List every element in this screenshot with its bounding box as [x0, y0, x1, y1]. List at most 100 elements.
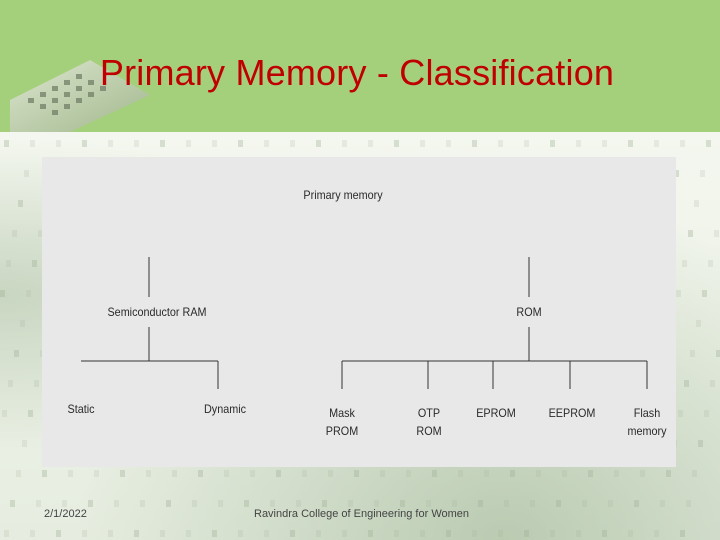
background-pin [68, 470, 73, 477]
background-pin [400, 500, 405, 507]
node-mask-prom: Mask PROM [326, 404, 358, 440]
background-pin [452, 500, 457, 507]
background-pin [380, 470, 385, 477]
background-pin [276, 470, 281, 477]
background-pin [328, 470, 333, 477]
background-pin [28, 410, 33, 417]
background-pin [458, 470, 463, 477]
background-pin [342, 530, 347, 537]
background-pin [478, 500, 483, 507]
background-pin [608, 500, 613, 507]
background-pin [602, 140, 607, 147]
background-pin [134, 140, 139, 147]
background-pin [368, 140, 373, 147]
background-pin [192, 500, 197, 507]
background-pin [296, 500, 301, 507]
background-pin [714, 230, 719, 237]
background-pin [218, 500, 223, 507]
background-pin [550, 140, 555, 147]
background-pin [394, 140, 399, 147]
background-pin [706, 140, 711, 147]
background-pin [588, 470, 593, 477]
background-pin [556, 500, 561, 507]
background-pin [198, 470, 203, 477]
background-pin [62, 500, 67, 507]
background-pin [32, 260, 37, 267]
background-pin [660, 500, 665, 507]
background-pin [0, 290, 5, 297]
background-pin [700, 170, 705, 177]
node-primary-memory: Primary memory [303, 188, 383, 202]
background-pin [680, 140, 685, 147]
background-pin [10, 500, 15, 507]
background-pin [536, 470, 541, 477]
background-pin [472, 530, 477, 537]
background-pin [698, 440, 703, 447]
footer-organization: Ravindra College of Engineering for Wome… [254, 508, 470, 520]
cpu-chip-image [10, 60, 150, 132]
background-pin [342, 140, 347, 147]
background-pin [484, 470, 489, 477]
background-pin [264, 530, 269, 537]
classification-tree-lines [81, 257, 648, 389]
background-pin [348, 500, 353, 507]
background-pin [24, 170, 29, 177]
background-pin [446, 140, 451, 147]
background-pin [6, 260, 11, 267]
background-pin [16, 470, 21, 477]
background-pin [576, 530, 581, 537]
background-pin [602, 530, 607, 537]
background-pin [676, 290, 681, 297]
background-pin [18, 200, 23, 207]
footer-date: 2/1/2022 [44, 508, 87, 520]
background-pin [640, 470, 645, 477]
node-dynamic: Dynamic [203, 402, 247, 416]
background-pin [420, 530, 425, 537]
background-pin [562, 470, 567, 477]
background-pin [684, 380, 689, 387]
background-pin [160, 140, 165, 147]
background-pin [8, 380, 13, 387]
background-pin [654, 140, 659, 147]
background-pin [694, 200, 699, 207]
background-pin [20, 320, 25, 327]
background-pin [704, 410, 709, 417]
background-pin [4, 530, 9, 537]
background-pin [120, 470, 125, 477]
background-pin [688, 230, 693, 237]
background-pin [2, 410, 7, 417]
background-pin [374, 500, 379, 507]
background-pin [682, 260, 687, 267]
background-pin [354, 470, 359, 477]
background-pin [244, 500, 249, 507]
background-pin [614, 470, 619, 477]
background-pin [394, 530, 399, 537]
background-pin [426, 500, 431, 507]
background-pin [134, 530, 139, 537]
background-pin [686, 500, 691, 507]
node-flash-memory-line-1: Flash [633, 406, 661, 420]
background-pin [290, 140, 295, 147]
background-pin [696, 320, 701, 327]
node-eeprom: EEPROM [548, 406, 596, 420]
background-pin [160, 530, 165, 537]
slide-title: Primary Memory - Classification [99, 52, 615, 93]
background-pin [710, 380, 715, 387]
node-otp-rom-line-2: ROM [416, 424, 442, 438]
background-pin [238, 530, 243, 537]
background-pin [550, 530, 555, 537]
background-pin [702, 290, 707, 297]
background-pin [504, 500, 509, 507]
background-pin [270, 500, 275, 507]
background-pin [94, 470, 99, 477]
background-pin [36, 500, 41, 507]
background-pin [186, 530, 191, 537]
background-pin [42, 470, 47, 477]
background-pin [250, 470, 255, 477]
background-pin [108, 140, 113, 147]
background-pin [666, 470, 671, 477]
background-pin [498, 530, 503, 537]
background-pin [56, 140, 61, 147]
background-pin [634, 500, 639, 507]
background-pin [674, 170, 679, 177]
